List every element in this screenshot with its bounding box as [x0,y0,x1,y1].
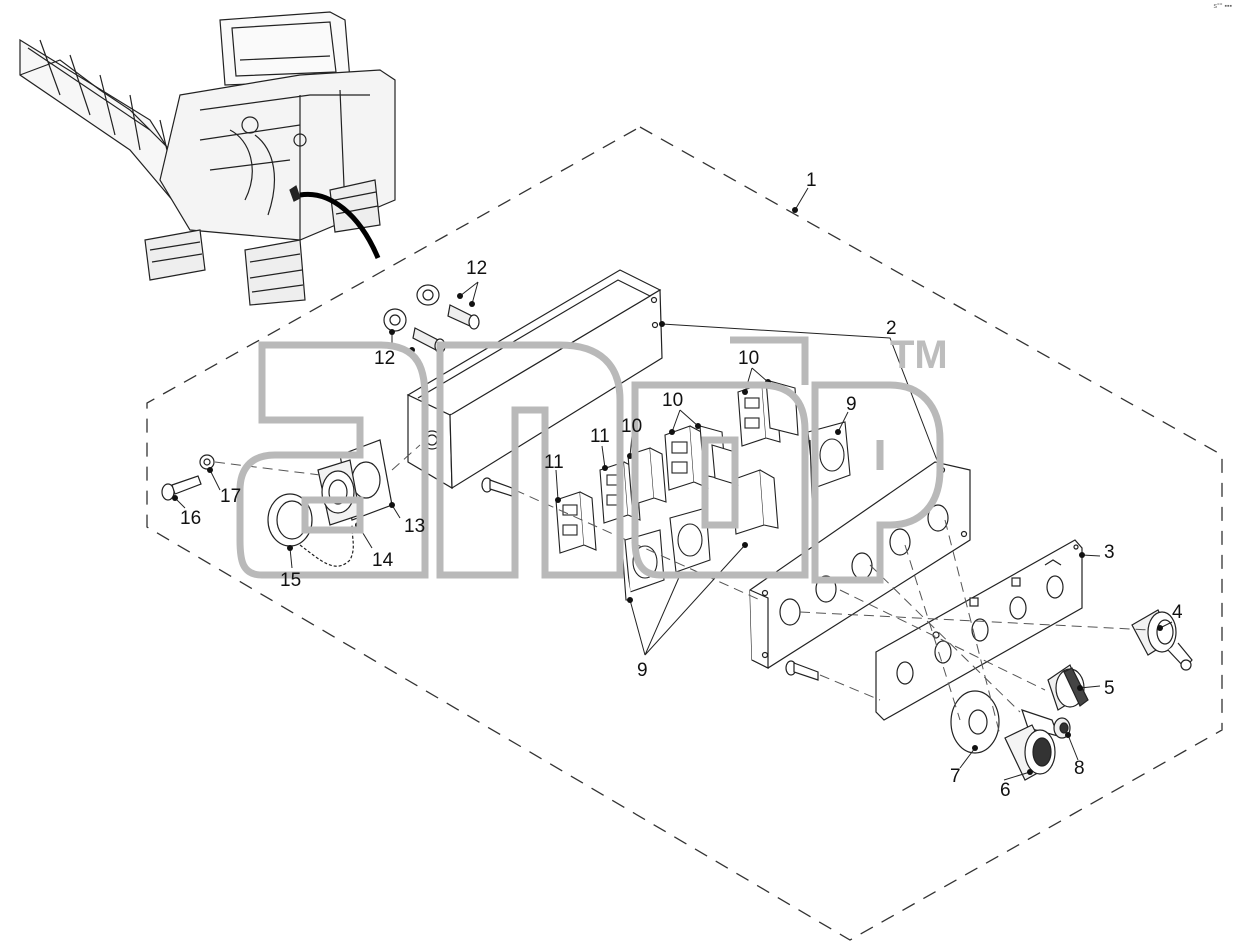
callout-14: 14 [372,550,394,571]
callout-2: 2 [886,318,897,339]
mounting-plate [749,461,971,669]
callout-13: 13 [404,516,425,537]
callout-16: 16 [180,508,201,529]
callout-12-top: 12 [466,258,487,279]
machine-illustration [19,11,396,306]
callout-6: 6 [1000,780,1011,801]
callout-1: 1 [806,170,817,191]
push-button [1004,724,1056,781]
callout-10-left: 10 [621,416,642,437]
sealing-ring [950,690,1000,754]
callout-labels: 1 2 3 4 5 6 7 8 9 9 10 10 10 11 11 12 12… [180,170,1183,801]
callout-9-top: 9 [846,394,857,415]
callout-15: 15 [280,570,301,591]
callout-8: 8 [1074,758,1085,779]
callout-4: 4 [1172,602,1183,623]
callout-11-middle: 11 [590,426,610,447]
callout-3: 3 [1104,542,1115,563]
leader-lines [174,187,1173,781]
callout-10-middle: 10 [662,390,683,411]
callout-7: 7 [950,766,961,787]
leader-dots [172,207,1163,775]
watermark-logo: TM [236,333,948,584]
callout-5: 5 [1104,678,1115,699]
key-switch [1131,609,1193,671]
callout-17: 17 [220,486,241,507]
enclosure-box [406,269,663,490]
callout-12-bottom: 12 [374,348,395,369]
cable-glands [383,284,480,354]
selector-switch [1047,664,1089,711]
screws [161,454,819,681]
assembly-boundary [146,126,1223,941]
callout-10-right: 10 [738,348,759,369]
callout-9-bottom: 9 [637,660,648,681]
watermark-tm: TM [890,333,948,377]
corner-code: s°° ▪▪▪ [1213,3,1233,10]
callout-11-left: 11 [544,452,564,473]
front-label-panel [875,539,1083,721]
